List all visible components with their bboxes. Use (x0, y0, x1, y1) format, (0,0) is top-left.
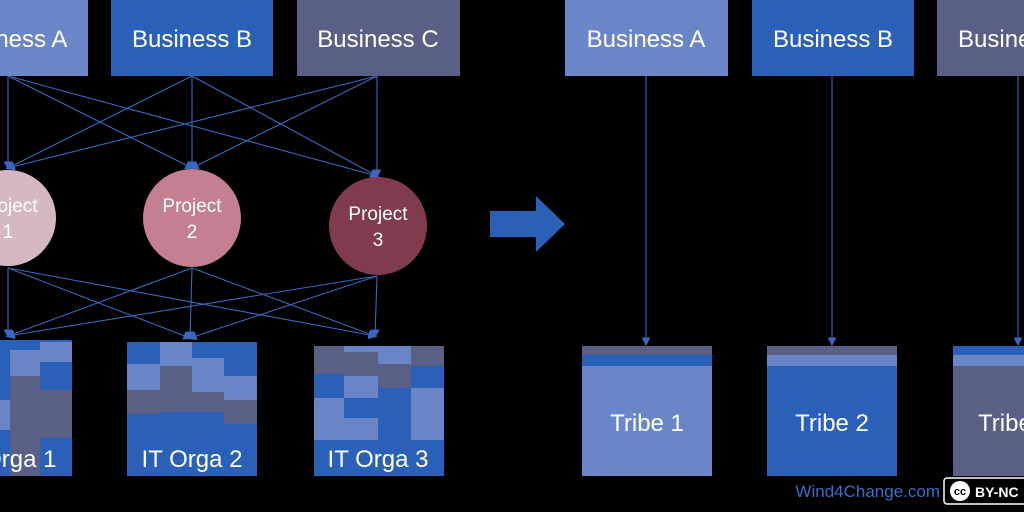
it-orga-3-block: IT Orga 3 (314, 346, 444, 476)
it-orga-2-block: IT Orga 2 (127, 342, 257, 476)
right-business-a-label: Business A (587, 26, 706, 53)
business-tribe-connectors (641, 76, 1023, 347)
tribe-1-label: Tribe 1 (610, 410, 684, 437)
right-business-b-label: Business B (773, 26, 893, 53)
tribe-1-block: Tribe 1 (582, 346, 712, 476)
project-1-node: Project 1 (0, 170, 56, 266)
it-orga-1-label: IT Orga 1 (0, 446, 56, 473)
project-2-label-line2: 2 (187, 222, 198, 243)
tribe-3-block: Tribe 3 (953, 346, 1024, 476)
project-3-label-line2: 3 (373, 230, 384, 251)
project-3-node: Project 3 (329, 177, 427, 275)
project-3-label-line1: Project (348, 204, 408, 225)
left-business-b-label: Business B (132, 26, 252, 53)
it-orga-2-label: IT Orga 2 (142, 446, 243, 473)
project-1-label-line1: Project (0, 196, 38, 217)
left-business-a: Business A (0, 0, 88, 76)
right-business-c: Business C (937, 0, 1024, 76)
left-business-b: Business B (111, 0, 273, 76)
right-arrow-icon (490, 196, 565, 252)
license-label: BY-NC (975, 484, 1019, 500)
cc-symbol: cc (954, 486, 966, 498)
right-business-a: Business A (565, 0, 728, 76)
project-2-node: Project 2 (143, 169, 241, 267)
tribe-3-label: Tribe 3 (978, 410, 1024, 437)
it-orga-3-label: IT Orga 3 (328, 446, 429, 473)
footer: Wind4Change.com cc BY-NC (795, 477, 1024, 505)
it-orga-1-block: IT Orga 1 (0, 340, 72, 476)
cc-icon: cc BY-NC (943, 477, 1024, 505)
project-1-label-line2: 1 (3, 222, 14, 243)
business-project-connectors (3, 75, 382, 179)
tribe-2-block: Tribe 2 (767, 346, 897, 476)
left-business-c-label: Business C (317, 26, 438, 53)
tribe-2-label: Tribe 2 (795, 410, 869, 437)
left-business-a-label: Business A (0, 26, 67, 53)
right-business-c-label: Business C (958, 26, 1024, 53)
project-itorga-connectors (3, 267, 380, 341)
right-business-b: Business B (752, 0, 914, 76)
project-2-label-line1: Project (162, 196, 222, 217)
left-business-c: Business C (297, 0, 460, 76)
footer-site-link[interactable]: Wind4Change.com (795, 482, 940, 501)
